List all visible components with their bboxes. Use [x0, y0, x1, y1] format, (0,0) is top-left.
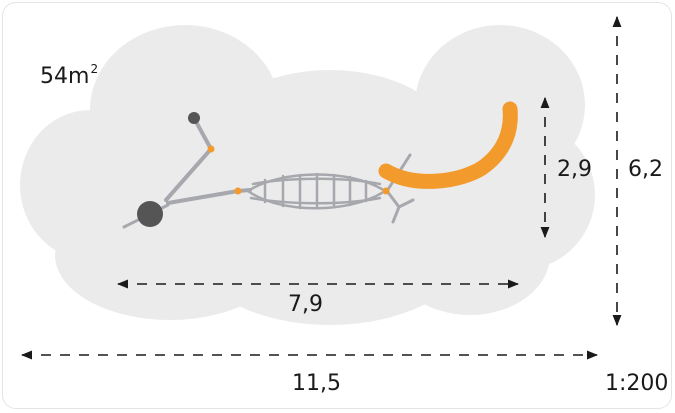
outer-depth-label: 6,2 — [628, 157, 663, 182]
outer-width-label: 11,5 — [292, 371, 341, 396]
inner-depth-label: 2,9 — [557, 157, 592, 182]
play-equipment — [122, 101, 518, 229]
scale-label: 1:200 — [605, 371, 669, 396]
area-label: 54m2 — [40, 62, 99, 89]
inner-width-label: 7,9 — [288, 292, 323, 317]
